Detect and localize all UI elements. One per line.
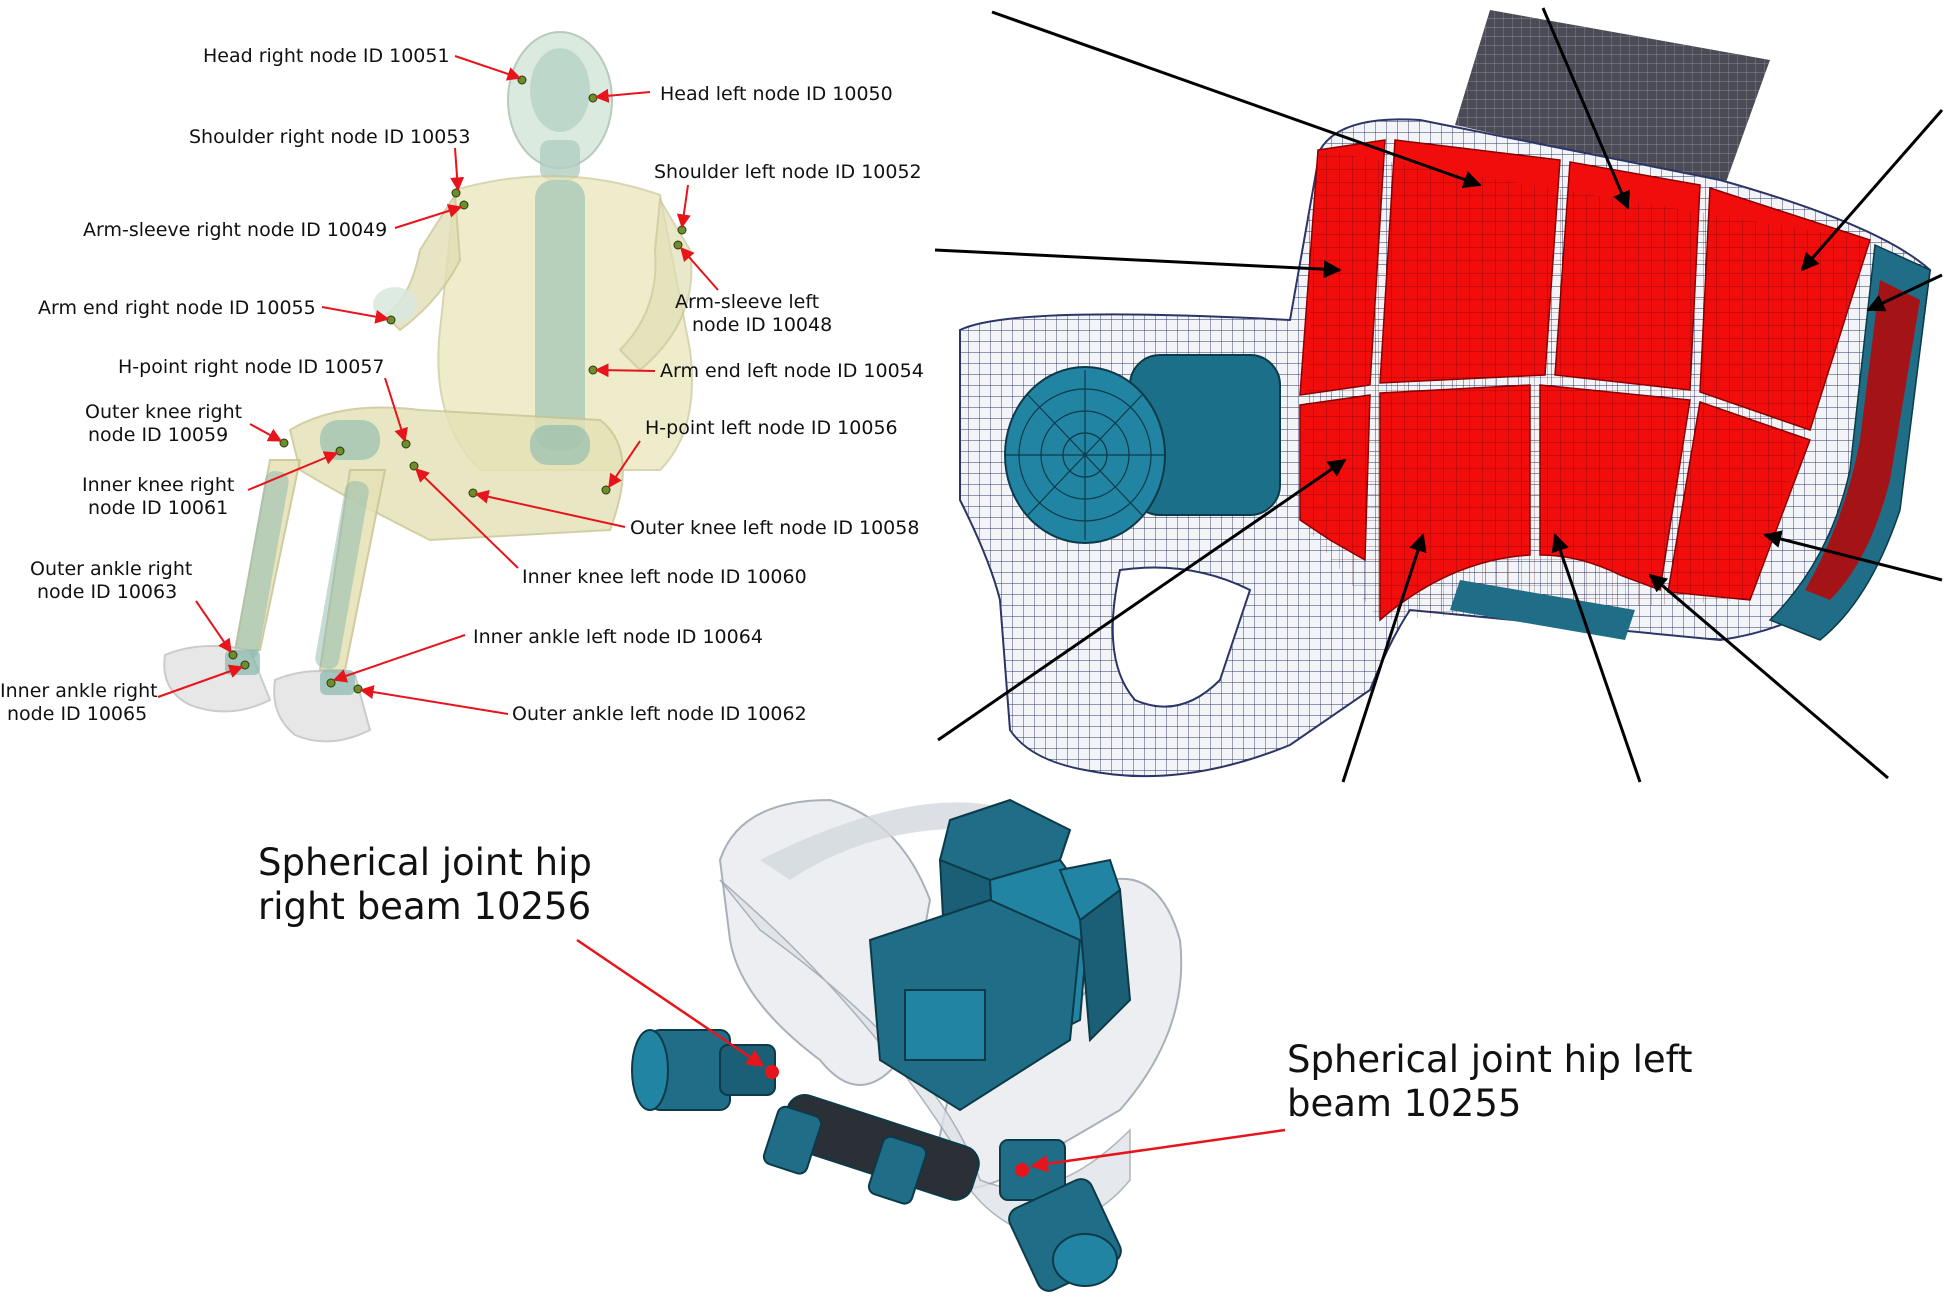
pelvis-core — [868, 798, 1132, 1112]
leader-shoulder-left — [676, 184, 691, 229]
leader-shoulder-right — [450, 147, 465, 192]
leader-head-right — [454, 55, 522, 81]
label-hip-left: Spherical joint hip left beam 10255 — [1287, 1038, 1704, 1125]
label-outer-ankle-right: Outer ankle right node ID 10063 — [30, 558, 198, 603]
label-arm-sleeve-right: Arm-sleeve right node ID 10049 — [83, 219, 387, 241]
leader-head-left — [594, 88, 651, 103]
label-shoulder-right: Shoulder right node ID 10053 — [189, 126, 471, 148]
label-outer-ankle-left: Outer ankle left node ID 10062 — [512, 703, 807, 725]
mesh-panel — [934, 7, 1944, 783]
label-shoulder-left: Shoulder left node ID 10052 — [654, 161, 922, 183]
pelvis-panel: Spherical joint hip right beam 10256 Sph… — [258, 798, 1704, 1292]
leader-outer-knee-left — [474, 489, 626, 528]
dummy-labels: Head right node ID 10051 Head left node … — [0, 45, 924, 725]
leader-arm-sleeve-left — [680, 246, 719, 291]
label-inner-ankle-right: Inner ankle right node ID 10065 — [0, 680, 164, 725]
label-h-point-left: H-point left node ID 10056 — [645, 417, 898, 439]
leader-inner-ankle-right — [157, 664, 244, 698]
dummy-leader-lines — [157, 55, 719, 715]
leader-h-point-left — [608, 440, 641, 489]
label-outer-knee-left: Outer knee left node ID 10058 — [630, 517, 919, 539]
leader-arm-sleeve-right — [394, 204, 463, 229]
label-head-right: Head right node ID 10051 — [203, 45, 450, 67]
joint-hip-right-marker — [765, 1065, 779, 1079]
axle — [762, 1094, 980, 1205]
label-hip-right: Spherical joint hip right beam 10256 — [258, 841, 604, 928]
label-arm-end-left: Arm end left node ID 10054 — [660, 360, 924, 382]
mesh-leader-lines — [934, 7, 1944, 783]
leader-inner-knee-right — [247, 451, 339, 491]
leader-inner-ankle-left — [332, 634, 466, 683]
leader-h-point-right — [384, 377, 408, 443]
leader-hip-right — [576, 938, 765, 1068]
label-arm-sleeve-left: Arm-sleeve left node ID 10048 — [675, 291, 832, 336]
leader-inner-knee-left — [414, 468, 519, 569]
label-inner-knee-right: Inner knee right node ID 10061 — [82, 474, 240, 519]
bottom-plate — [1450, 580, 1635, 640]
dummy-body — [163, 31, 693, 743]
label-inner-knee-left: Inner knee left node ID 10060 — [522, 566, 807, 588]
hip-cylinder-right — [631, 1029, 776, 1111]
label-arm-end-right: Arm end right node ID 10055 — [38, 297, 316, 319]
leader-outer-ankle-left — [359, 685, 509, 715]
leader-outer-knee-right — [249, 423, 283, 442]
leader-hip-left — [1030, 1128, 1286, 1173]
leader-outer-ankle-right — [195, 600, 232, 654]
leader-arm-end-left — [594, 363, 656, 378]
label-head-left: Head left node ID 10050 — [660, 83, 893, 105]
spring-cylinder — [1004, 354, 1281, 544]
leader-arm-end-right — [321, 306, 390, 324]
dummy-panel: Head right node ID 10051 Head left node … — [0, 31, 924, 743]
label-outer-knee-right: Outer knee right node ID 10059 — [85, 401, 248, 446]
label-h-point-right: H-point right node ID 10057 — [118, 356, 385, 378]
joint-hip-left-marker — [1015, 1163, 1029, 1177]
label-inner-ankle-left: Inner ankle left node ID 10064 — [473, 626, 763, 648]
